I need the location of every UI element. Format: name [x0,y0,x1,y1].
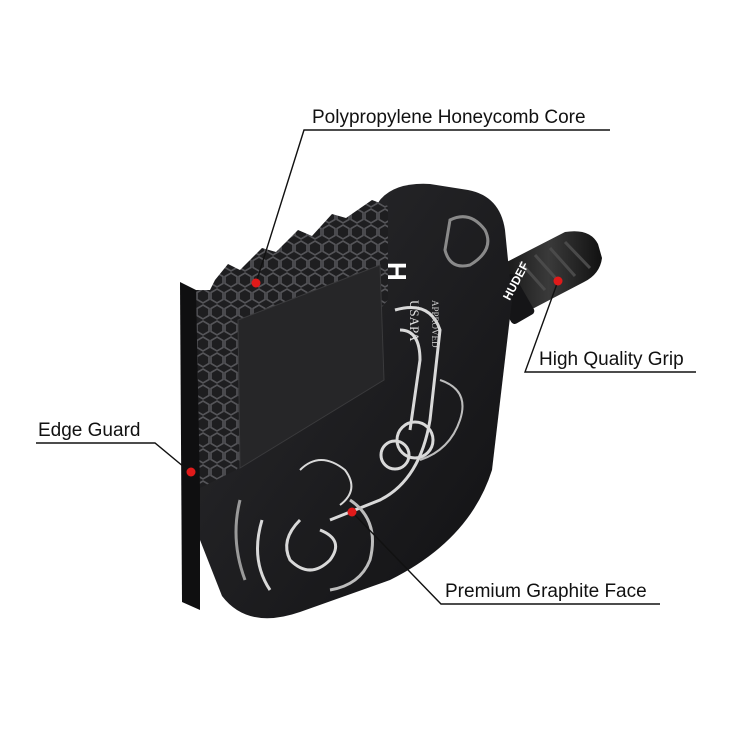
dot-core [251,278,261,288]
leader-core [255,129,610,284]
face-graphic-pattern [234,215,490,592]
leader-face [351,511,660,605]
edge-guard [180,282,200,610]
paddle-face [200,183,512,619]
dot-face [347,507,357,517]
paddle-brand-side: H [382,262,412,281]
leader-grip [524,280,696,373]
callout-grip-label: High Quality Grip [539,349,684,370]
approval-sub: APPROVED [430,300,440,348]
approval-mark: USAPA [407,300,422,342]
dot-edge [186,467,196,477]
leader-edge [36,442,191,473]
callout-core-label: Polypropylene Honeycomb Core [312,107,586,128]
graphite-layer [237,264,385,469]
callout-edge-label: Edge Guard [38,420,141,441]
callout-face-label: Premium Graphite Face [445,581,647,602]
dot-grip [553,276,563,286]
